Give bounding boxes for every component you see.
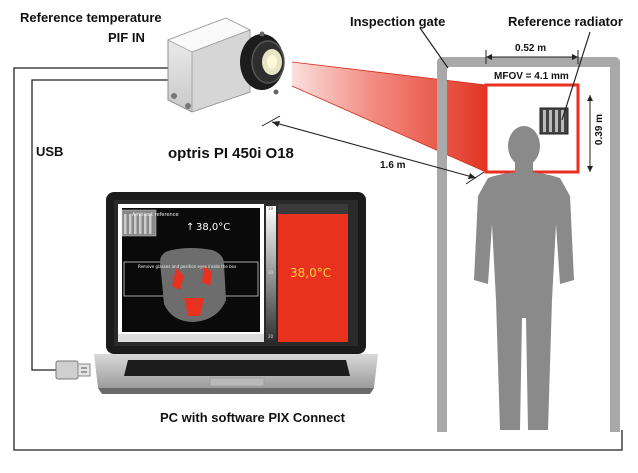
temperature-reading: 38,0°C [196,222,231,233]
height-dimension [587,95,593,172]
cable-line [13,67,623,451]
software-screen [118,204,348,342]
alarm-reading: 38,0°C [290,266,332,280]
scale-top-value: 39 [268,206,274,211]
ambient-reference-text: Ambient reference [132,212,179,218]
field-of-view-beam [292,62,486,172]
gate-width-label: 0.52 m [515,43,547,54]
scale-mid-value: 30 [268,270,274,275]
pc-caption-label: PC with software PIX Connect [160,410,345,425]
width-dimension [485,50,579,64]
distance-label: 1.6 m [380,160,406,171]
mfov-label: MFOV = 4.1 mm [494,71,569,82]
thermal-camera [167,17,285,113]
usb-label: USB [36,144,64,159]
inspection-gate-label: Inspection gate [350,14,446,29]
reference-temperature-label: Reference temperature [20,10,162,25]
radiator-pointer-line [561,31,591,121]
camera-name-label: optris PI 450i O18 [168,145,294,162]
distance-arrow [261,115,485,185]
person-silhouette [474,126,574,430]
usb-cable [31,79,170,371]
gate-pointer-line [419,27,449,69]
instruction-text: Remove glasses and position eyes inside … [138,264,237,269]
reference-radiator-label: Reference radiator [508,14,623,29]
beam-edge-top [291,61,487,86]
pif-in-label: PIF IN [108,30,145,45]
scale-bottom-value: 20 [268,334,274,339]
reference-radiator [539,107,569,135]
usb-plug [55,360,91,380]
gate-height-label: 0.39 m [594,113,606,146]
beam-edge-bottom [291,85,487,173]
reading-arrow: ↑ [186,222,195,233]
inspection-gate-frame [437,57,620,432]
